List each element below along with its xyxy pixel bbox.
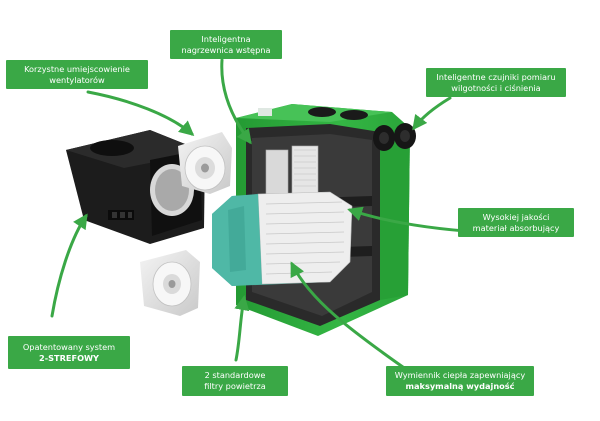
callout-sensors: Inteligentne czujniki pomiaru wilgotnośc…	[426, 68, 566, 97]
callout-absorbing-material: Wysokiej jakości materiał absorbujący	[458, 208, 574, 237]
air-filter	[265, 145, 319, 197]
fan-bottom	[140, 250, 200, 316]
callout-exchanger-line2: maksymalną wydajność	[405, 381, 515, 391]
callout-sensors-line1: Inteligentne czujniki pomiaru	[436, 71, 556, 82]
heat-exchanger	[212, 191, 353, 286]
callout-preheater-line1: Inteligentna	[201, 33, 251, 44]
callout-fan-placement: Korzystne umiejscowienie wentylatorów	[6, 60, 148, 89]
air-ports	[308, 107, 416, 151]
callout-sensors-line2: wilgotności i ciśnienia	[451, 82, 541, 93]
callout-fan-placement-line1: Korzystne umiejscowienie	[24, 63, 130, 74]
callout-two-zone-line2: 2-STREFOWY	[39, 352, 99, 363]
arrow-preheater	[220, 58, 252, 145]
callout-fan-placement-line2: wentylatorów	[49, 74, 105, 85]
callout-exchanger-line1: Wymiennik ciepła zapewniający	[394, 370, 526, 380]
callout-arrows	[50, 58, 480, 374]
callout-absorbing-line1: Wysokiej jakości	[482, 211, 550, 222]
callout-filters-line2: filtry powietrza	[204, 381, 266, 391]
two-zone-module	[66, 130, 205, 244]
arrow-exchanger	[290, 261, 412, 374]
arrow-two-zone	[50, 213, 88, 318]
callout-preheater: Inteligentna nagrzewnica wstępna	[170, 30, 282, 59]
callout-heat-exchanger: Wymiennik ciepła zapewniający maksymalną…	[386, 366, 534, 396]
callout-air-filters: 2 standardowe filtry powietrza	[182, 366, 288, 396]
arrow-filters	[234, 295, 250, 362]
arrow-sensors	[412, 96, 452, 131]
callout-preheater-line2: nagrzewnica wstępna	[181, 44, 271, 55]
callout-filters-line1: 2 standardowe	[204, 370, 266, 380]
callout-absorbing-line2: materiał absorbujący	[472, 222, 560, 233]
fan-top	[178, 132, 232, 194]
callout-two-zone-line1: Opatentowany system	[22, 341, 116, 352]
callout-two-zone-system: Opatentowany system 2-STREFOWY	[8, 336, 130, 369]
arrow-fan-placement	[86, 90, 195, 136]
